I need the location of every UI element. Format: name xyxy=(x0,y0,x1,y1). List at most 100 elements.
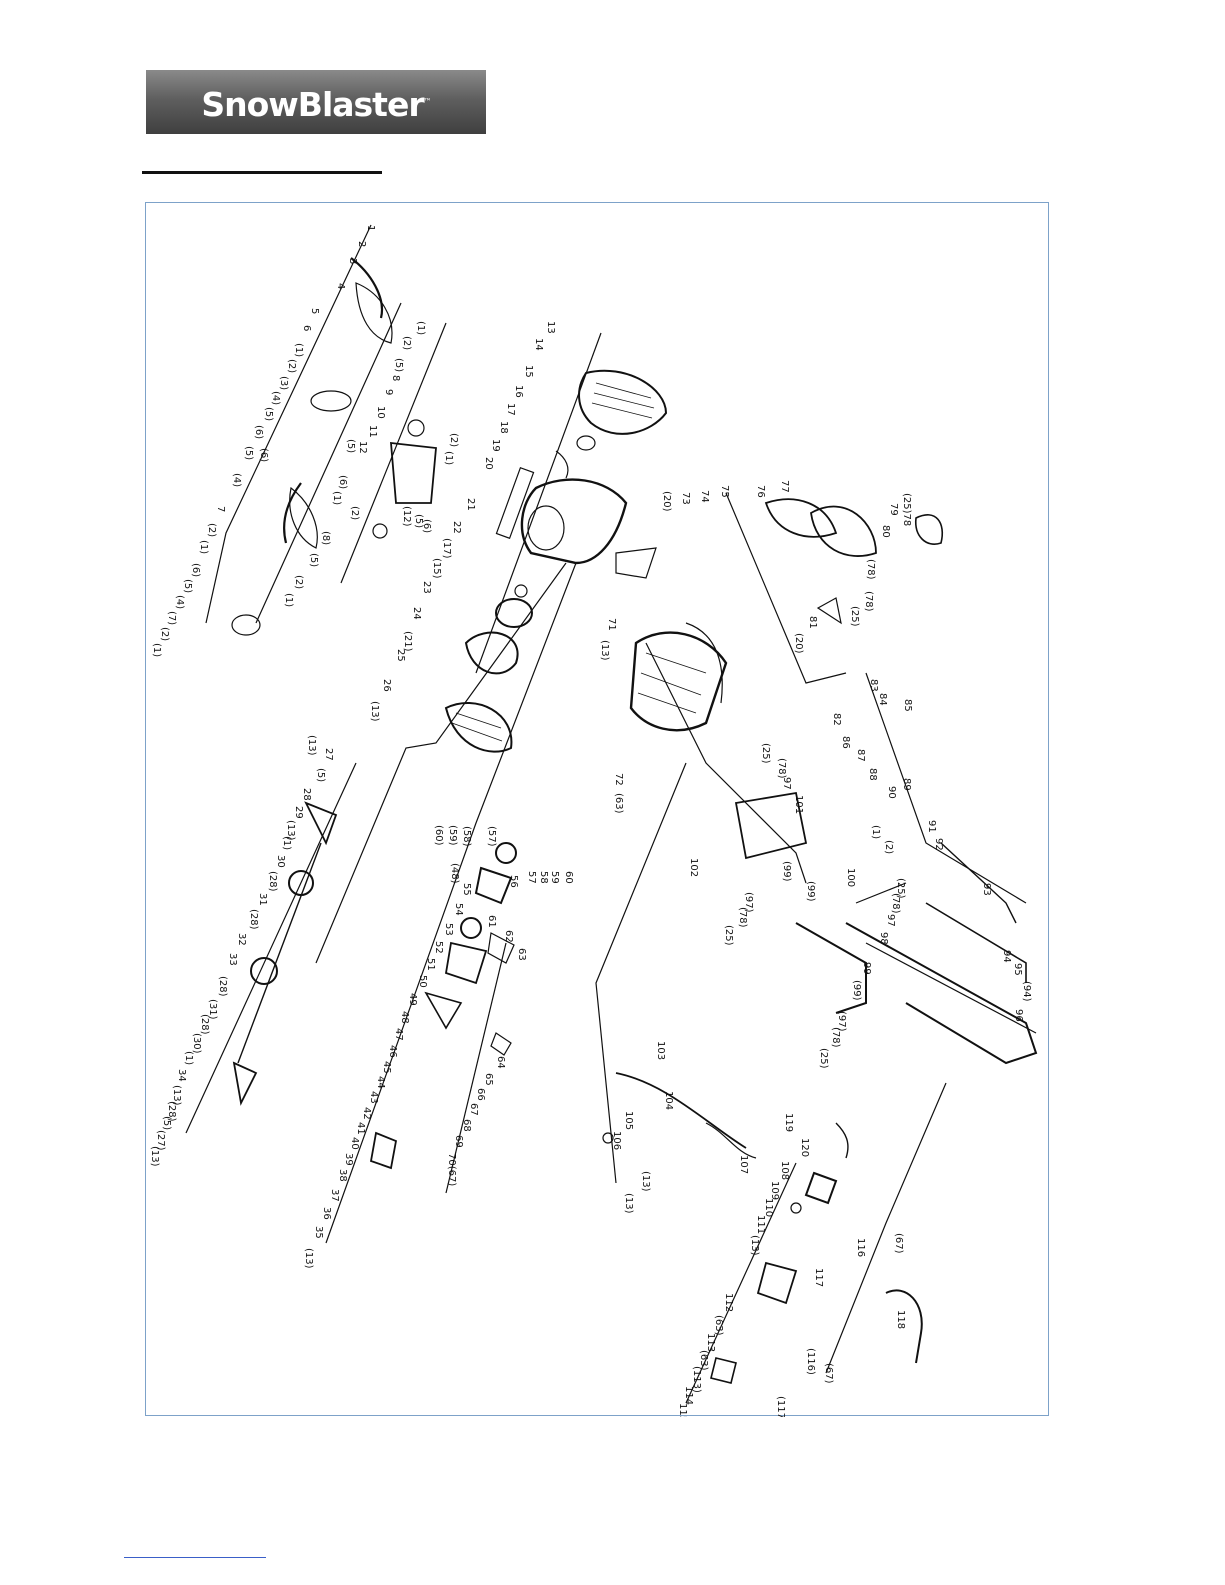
side-plate xyxy=(578,369,668,435)
part-callout: (6) xyxy=(421,519,432,533)
part-callout: (59) xyxy=(447,825,458,846)
part-callout: 96 xyxy=(1013,1009,1024,1022)
part-callout: 34 xyxy=(176,1069,187,1082)
part-callout: 64 xyxy=(495,1056,506,1069)
bushing xyxy=(514,584,528,598)
part-callout: 50 xyxy=(417,975,428,988)
wheel-bracket xyxy=(232,1061,258,1106)
cable-plug xyxy=(602,1132,614,1144)
wheel xyxy=(250,957,278,985)
part-callout: (78) xyxy=(863,591,874,612)
part-callout: (5) xyxy=(308,553,319,567)
part-callout: (25) xyxy=(760,743,771,764)
part-callout: (97) xyxy=(743,892,754,913)
part-callout: 77 xyxy=(779,480,790,493)
part-callout: 111 xyxy=(755,1215,766,1234)
part-callout: (1) xyxy=(443,451,454,465)
auger-half xyxy=(355,282,393,344)
motor-coil xyxy=(369,1131,398,1170)
leader-line xyxy=(725,492,847,684)
part-callout: 12 xyxy=(357,441,368,454)
part-callout: 69 xyxy=(453,1135,464,1148)
part-callout: 47 xyxy=(393,1028,404,1041)
part-callout: 32 xyxy=(236,933,247,946)
gearbox xyxy=(390,441,437,504)
part-callout: (99) xyxy=(851,980,862,1001)
part-callout: (3) xyxy=(278,376,289,390)
bearing xyxy=(576,435,596,451)
part-callout: (5) xyxy=(413,514,424,528)
part-callout: (63) xyxy=(613,793,624,814)
part-callout: (7) xyxy=(166,611,177,625)
part-callout: (67) xyxy=(823,1363,834,1384)
main-housing xyxy=(520,478,628,565)
part-callout: 100 xyxy=(845,868,856,887)
part-callout: (13) xyxy=(623,1193,634,1214)
part-callout: (13) xyxy=(369,701,380,722)
part-callout: (25) xyxy=(895,878,906,899)
part-callout: (13) xyxy=(749,1235,760,1256)
motor-housing-detail xyxy=(637,652,707,714)
scraper-bar xyxy=(495,466,535,540)
part-callout: 58 xyxy=(538,871,549,884)
part-callout: 38 xyxy=(337,1169,348,1182)
auger-half xyxy=(350,257,384,319)
part-callout: (13) xyxy=(599,640,610,661)
gear xyxy=(407,419,425,437)
leader-line xyxy=(315,562,567,964)
part-callout: (20) xyxy=(793,633,804,654)
part-callout: 48 xyxy=(399,1011,410,1024)
part-callout: (2) xyxy=(448,433,459,447)
part-callout: 82 xyxy=(831,713,842,726)
part-callout: (4) xyxy=(231,473,242,487)
part-callout: 3 xyxy=(347,258,358,264)
part-callout: 42 xyxy=(361,1107,372,1120)
leader-line xyxy=(205,224,372,624)
switch-lever xyxy=(835,1122,849,1159)
part-callout: (13) xyxy=(285,820,296,841)
motor-housing xyxy=(629,631,728,732)
part-callout: 44 xyxy=(375,1076,386,1089)
grip-handle xyxy=(885,1289,923,1364)
diagram-canvas: 123456(1)(2)(3)(4)(5)(6)(5)(6)(4)7(2)(1)… xyxy=(149,224,1038,1417)
part-callout: (27) xyxy=(155,1130,166,1151)
part-callout: 99 xyxy=(861,962,872,975)
part-callout: (5) xyxy=(345,439,356,453)
part-callout: 86 xyxy=(840,736,851,749)
part-callout: (48) xyxy=(449,863,460,884)
handle-rail xyxy=(845,922,1038,1065)
part-callout: (1) xyxy=(870,825,881,839)
part-callout: 5 xyxy=(309,308,320,314)
part-callout: (1) xyxy=(281,836,292,850)
part-callout: 14 xyxy=(533,338,544,351)
part-callout: (28) xyxy=(166,1101,177,1122)
part-callout: (60) xyxy=(433,825,444,846)
part-callout: (99) xyxy=(805,881,816,902)
part-callout: 118 xyxy=(895,1310,906,1329)
part-callout: (5) xyxy=(161,1116,172,1130)
part-callout: 57 xyxy=(526,871,537,884)
part-callout: 76 xyxy=(755,485,766,498)
leader-line xyxy=(865,672,1027,904)
part-callout: 116 xyxy=(855,1238,866,1257)
part-callout: (4) xyxy=(174,595,185,609)
part-callout: (1) xyxy=(293,343,304,357)
auger-half xyxy=(289,486,318,549)
part-callout: (20) xyxy=(661,491,672,512)
part-callout: 24 xyxy=(411,607,422,620)
part-callout: (2) xyxy=(206,523,217,537)
part-callout: 115 xyxy=(677,1403,688,1417)
part-callout: 67 xyxy=(468,1103,479,1116)
part-callout: 105 xyxy=(623,1111,634,1130)
diagram-parts xyxy=(185,224,1038,1404)
power-cable xyxy=(615,1072,747,1149)
part-callout: (116) xyxy=(805,1348,816,1375)
leader-line xyxy=(340,322,447,584)
gear xyxy=(372,523,388,539)
pulley xyxy=(495,598,533,628)
switch-box xyxy=(804,1171,838,1205)
part-callout: 117 xyxy=(813,1268,824,1287)
part-callout: 108 xyxy=(779,1161,790,1180)
part-callout: 18 xyxy=(498,421,509,434)
part-callout: 101 xyxy=(793,795,804,814)
